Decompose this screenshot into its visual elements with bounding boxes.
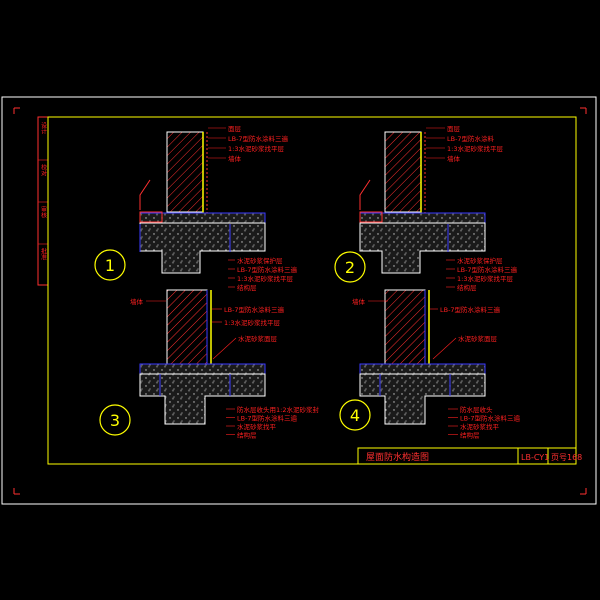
layer-label: LB-7型防水涂料三遍 — [237, 414, 298, 423]
detail-4-marker — [339, 399, 371, 431]
side-strip-label: 设计 — [40, 121, 47, 135]
layer-label: 水泥砂浆找平 — [460, 422, 500, 431]
layer-label: LB-7型防水涂料三遍 — [224, 305, 285, 314]
layer-label: 防水层收头用1:2水泥砂浆封 — [237, 405, 319, 414]
page-number: 页号168 — [551, 453, 582, 462]
outer-frame — [1, 96, 597, 505]
layer-label: 墙体 — [447, 154, 461, 163]
leader-line — [212, 337, 237, 360]
layer-label: LB-7型防水涂料三遍 — [460, 414, 521, 423]
layer-label: 墙体 — [228, 154, 242, 163]
drawing-title: 屋面防水构造图 — [366, 451, 429, 463]
layer-label: LB-7型防水涂料三遍 — [457, 265, 518, 274]
detail-4-number: 4 — [350, 406, 360, 425]
layer-label: 水泥砂浆保护层 — [237, 256, 283, 265]
layer-label: LB-7型防水涂料三遍 — [237, 265, 298, 274]
layer-label: 1:3水泥砂浆找平层 — [224, 318, 280, 327]
detail-3-number: 3 — [110, 411, 120, 430]
corner-marks — [13, 107, 587, 495]
layer-label: 防水层收头 — [460, 405, 493, 414]
detail-1-number: 1 — [105, 256, 115, 275]
detail-1-annotations: 面层LB-7型防水涂料三遍1:3水泥砂浆找平层墙体水泥砂浆保护层LB-7型防水涂… — [208, 125, 298, 292]
layer-label: LB-7型防水涂料三遍 — [228, 134, 289, 143]
layer-label: 结构层 — [237, 283, 257, 292]
layer-label: 1:3水泥砂浆找平层 — [447, 144, 503, 153]
annotation-layer: 面层LB-7型防水涂料三遍1:3水泥砂浆找平层墙体水泥砂浆保护层LB-7型防水涂… — [130, 125, 521, 440]
layer-label: 面层 — [228, 125, 242, 133]
layer-label: LB-7型防水涂料三遍 — [440, 305, 501, 314]
side-strip-label: 审核 — [40, 205, 47, 219]
title-block: 屋面防水构造图 LB-CY1 页号168 — [357, 447, 582, 465]
leader-line — [432, 337, 457, 360]
wall-label: 墙体 — [352, 297, 366, 306]
detail-1-marker — [94, 249, 126, 281]
detail-2-annotations: 面层LB-7型防水涂料1:3水泥砂浆找平层墙体水泥砂浆保护层LB-7型防水涂料三… — [426, 125, 518, 292]
detail-3-marker — [99, 404, 131, 436]
side-strip-label: 校对 — [40, 163, 47, 176]
detail-1: 1 — [94, 131, 266, 281]
detail-4-annotations: LB-7型防水涂料三遍防水层收头LB-7型防水涂料三遍水泥砂浆找平结构层水泥砂浆… — [352, 297, 521, 440]
layer-label: 结构层 — [457, 283, 477, 292]
layer-label: LB-7型防水涂料 — [447, 134, 495, 143]
detail-2-marker — [334, 251, 366, 283]
layer-label: 结构层 — [237, 431, 257, 440]
wall-label: 墙体 — [130, 297, 144, 306]
layer-label: 面层 — [447, 125, 461, 133]
layer-label: 结构层 — [460, 431, 480, 440]
layer-label: 1:3水泥砂浆找平层 — [457, 274, 513, 283]
detail-2: 2 — [334, 131, 486, 283]
layer-label: 1:3水泥砂浆找平层 — [228, 144, 284, 153]
detail-4: 4 — [339, 289, 486, 431]
surface-label: 水泥砂浆面层 — [458, 334, 498, 343]
detail-2-number: 2 — [345, 258, 355, 277]
detail-3-annotations: LB-7型防水涂料三遍1:3水泥砂浆找平层防水层收头用1:2水泥砂浆封LB-7型… — [130, 297, 319, 440]
side-strip-label: 批准 — [40, 247, 47, 261]
layer-label: 1:3水泥砂浆找平层 — [237, 274, 293, 283]
inner-frame — [47, 116, 577, 465]
drawing-code: LB-CY1 — [521, 453, 549, 462]
layer-label: 水泥砂浆保护层 — [457, 256, 503, 265]
layer-label: 水泥砂浆找平 — [237, 422, 277, 431]
detail-3: 3 — [99, 289, 266, 436]
surface-label: 水泥砂浆面层 — [238, 334, 278, 343]
